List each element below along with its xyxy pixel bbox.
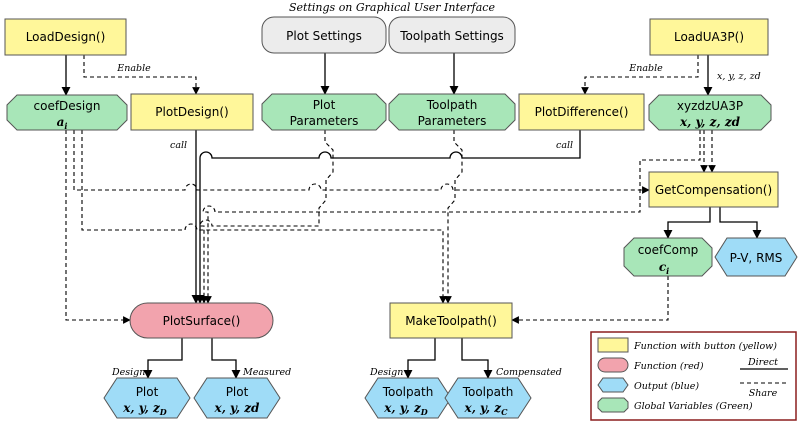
edge-plotparams-plotsurface (199, 130, 334, 304)
legend-direct-label: Direct (747, 357, 778, 368)
xyzdz-ua3p-label: xyzdzUA3P (677, 99, 743, 113)
edge-maketoolpath-design-out (403, 338, 436, 379)
edge-getcompensation-pvrms (719, 207, 762, 239)
xyzdz-ua3p-vars: x, y, z, zd (679, 115, 741, 129)
legend-swatch-red (597, 357, 629, 373)
edge-getcompensation-coefcomp (663, 207, 711, 239)
plot-settings-node: Plot Settings (261, 16, 387, 54)
load-design-label: LoadDesign() (26, 30, 106, 44)
edge-toolpathparams-maketoolpath (444, 130, 463, 304)
plot-measured-output: Plot x, y, zd (193, 377, 281, 419)
toolpath-design-output-sub: D (420, 407, 428, 417)
coef-design-var: coefDesign ai (6, 94, 128, 131)
legend-swatch-yellow (597, 337, 629, 353)
edge-label-measured: Measured (242, 367, 291, 378)
load-ua3p-button[interactable]: LoadUA3P() (649, 18, 769, 56)
diagram-title: Settings on Graphical User Interface (289, 1, 495, 14)
edge-coefdesign-getcompensation (73, 130, 650, 194)
legend-global-vars: Global Variables (Green) (634, 401, 753, 412)
toolpath-comp-output-label: Toolpath (462, 385, 514, 399)
toolpath-comp-output-sub: C (501, 407, 508, 417)
edge-xyzdz-plotsurface (202, 130, 701, 304)
plot-design-output-sub: D (159, 407, 167, 417)
coef-comp-var-sub: i (666, 266, 669, 276)
svg-text:x, y, zD: x, y, zD (383, 401, 428, 417)
load-design-button[interactable]: LoadDesign() (4, 18, 127, 56)
edge-coefdesign-maketoolpath (81, 130, 447, 304)
toolpath-design-output-vars: x, y, z (383, 401, 422, 415)
plot-surface-function: PlotSurface() (129, 302, 274, 339)
plot-design-output-label: Plot (136, 385, 159, 399)
edge-plotdifference-plotsurface (195, 130, 581, 304)
toolpath-comp-output-vars: x, y, z (464, 401, 503, 415)
make-toolpath-button[interactable]: MakeToolpath() (389, 302, 513, 339)
toolpath-design-output-label: Toolpath (382, 385, 434, 399)
edge-plotsurface-plotdesign-out (143, 338, 183, 379)
coef-design-var-sub: i (64, 121, 67, 131)
svg-text:x, y, zC: x, y, zC (464, 401, 509, 417)
coef-design-var-symbol: a (57, 115, 65, 129)
coef-design-label: coefDesign (34, 99, 101, 113)
plot-difference-button[interactable]: PlotDifference() (518, 93, 645, 131)
legend-output-blue: Output (blue) (634, 381, 699, 392)
edge-plotsurface-plotmeasured-out (211, 338, 241, 379)
get-compensation-button[interactable]: GetCompensation() (648, 171, 779, 208)
edges (61, 53, 762, 379)
edge-label-call-left: call (170, 140, 187, 151)
plot-parameters-var: Plot Parameters (261, 93, 387, 131)
edge-loaddesign-plotdesign (83, 55, 200, 95)
legend: Function with button (yellow) Function (… (590, 331, 797, 421)
coef-comp-var: coefComp ci (623, 237, 713, 277)
xyzdz-ua3p-var: xyzdzUA3P x, y, z, zd (648, 94, 772, 131)
legend-function-red: Function (red) (633, 361, 704, 372)
svg-text:ci: ci (659, 260, 669, 276)
plot-difference-label: PlotDifference() (535, 105, 629, 119)
legend-swatch-green (597, 397, 629, 413)
make-toolpath-label: MakeToolpath() (405, 314, 497, 328)
plot-settings-label: Plot Settings (286, 29, 362, 43)
edge-label-compensated: Compensated (496, 367, 562, 378)
load-ua3p-label: LoadUA3P() (674, 30, 744, 44)
plot-design-label: PlotDesign() (155, 105, 228, 119)
toolpath-parameters-label-1: Toolpath (426, 98, 478, 112)
legend-swatch-blue (597, 377, 629, 393)
toolpath-settings-label: Toolpath Settings (399, 29, 504, 43)
svg-text:ai: ai (57, 115, 68, 131)
edge-label-call-right: call (556, 140, 573, 151)
plot-surface-label: PlotSurface() (163, 314, 241, 328)
toolpath-comp-output: Toolpath x, y, zC (444, 377, 532, 419)
edge-label-design-left: Design (111, 367, 145, 378)
get-compensation-label: GetCompensation() (655, 183, 772, 197)
edge-maketoolpath-comp-out (461, 338, 493, 379)
svg-text:x, y, zD: x, y, zD (122, 401, 167, 417)
pv-rms-output: P-V, RMS (714, 237, 798, 277)
edge-label-design-right: Design (369, 367, 403, 378)
plot-measured-output-label: Plot (226, 385, 249, 399)
edge-loadua3p-plotdifference (581, 55, 699, 95)
toolpath-design-output: Toolpath x, y, zD (364, 377, 452, 419)
edge-coefcomp-maketoolpath (511, 276, 669, 324)
edge-label-enable-right: Enable (628, 63, 663, 74)
plot-design-output-vars: x, y, z (122, 401, 161, 415)
edge-coefdesign-plotsurface (65, 130, 131, 324)
pv-rms-label: P-V, RMS (730, 251, 783, 265)
toolpath-parameters-label-2: Parameters (418, 114, 487, 128)
plot-design-button[interactable]: PlotDesign() (130, 93, 254, 131)
coef-comp-var-symbol: c (659, 260, 667, 274)
legend-function-button: Function with button (yellow) (633, 341, 777, 352)
plot-parameters-label-1: Plot (313, 98, 336, 112)
edge-label-xyzzd: x, y, z, zd (717, 71, 761, 82)
plot-parameters-label-2: Parameters (290, 114, 359, 128)
edge-label-enable-left: Enable (116, 63, 151, 74)
legend-share-label: Share (749, 388, 778, 399)
toolpath-settings-node: Toolpath Settings (388, 16, 516, 54)
coef-comp-label: coefComp (638, 243, 699, 257)
toolpath-parameters-var: Toolpath Parameters (388, 93, 516, 131)
plot-measured-output-vars: x, y, zd (214, 401, 261, 415)
plot-design-output: Plot x, y, zD (103, 377, 191, 419)
